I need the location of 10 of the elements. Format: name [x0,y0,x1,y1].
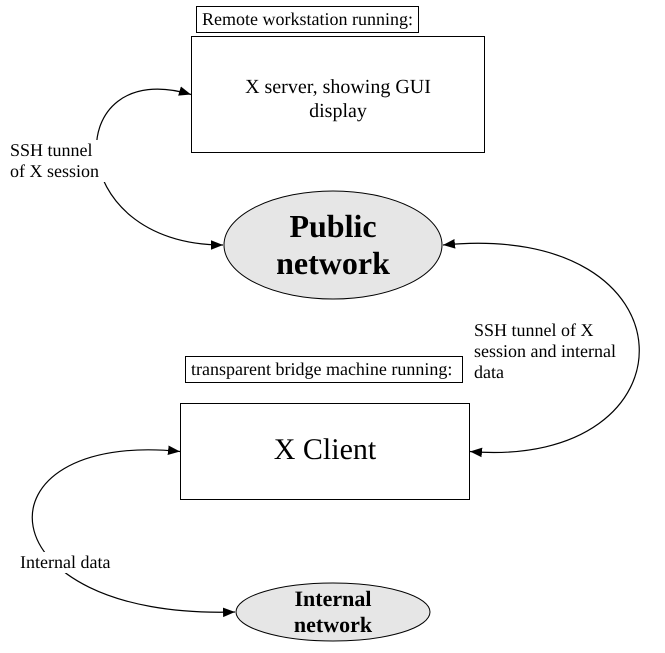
box-heading: transparent bridge machine running: [185,356,463,383]
network-ellipse [223,190,443,300]
ellipse-label: Public network [275,208,391,282]
box-heading: Remote workstation running: [196,6,419,33]
curved-arrow [443,240,640,456]
box-text: X server, showing GUI display [244,75,432,123]
network-ellipse [235,582,431,642]
ellipse-label: Internal network [292,586,374,638]
box-text: X Client [272,432,378,468]
curved-arrow [32,446,236,616]
